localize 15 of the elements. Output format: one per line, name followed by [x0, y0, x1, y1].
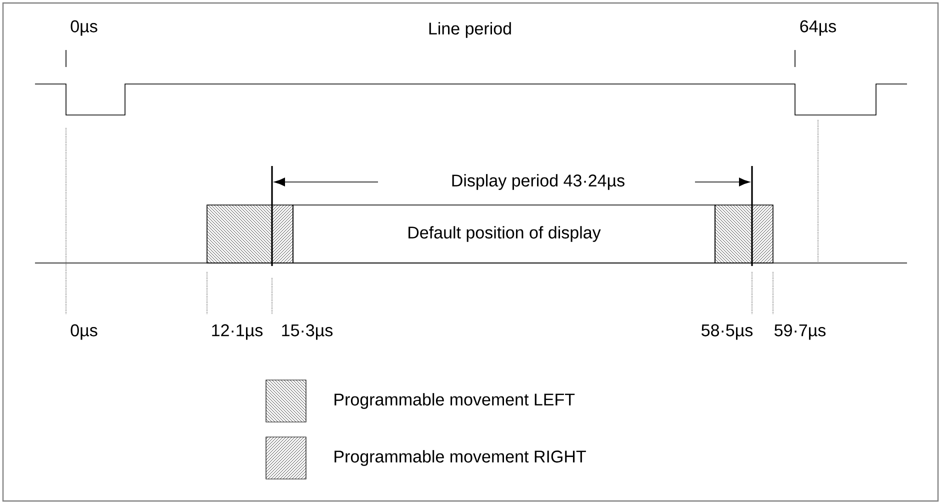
time-label: 12·1µs	[212, 324, 263, 340]
title-label: Line period	[429, 22, 511, 38]
time-label: 15·3µs	[282, 324, 333, 340]
hatched-box	[714, 204, 752, 264]
legend-text: Programmable movement LEFT	[334, 393, 575, 409]
display-box: Default position of display	[292, 204, 716, 264]
legend-text: Programmable movement RIGHT	[334, 450, 586, 466]
hatched-box	[206, 204, 272, 264]
hatched-box	[272, 204, 294, 264]
time-label: 58·5µs	[702, 324, 753, 340]
time-label: 0µs	[70, 20, 98, 36]
time-label: 59·7µs	[774, 324, 826, 340]
time-label: 0µs	[70, 324, 98, 340]
hatched-box	[752, 204, 774, 264]
time-label: 64µs	[800, 20, 836, 36]
